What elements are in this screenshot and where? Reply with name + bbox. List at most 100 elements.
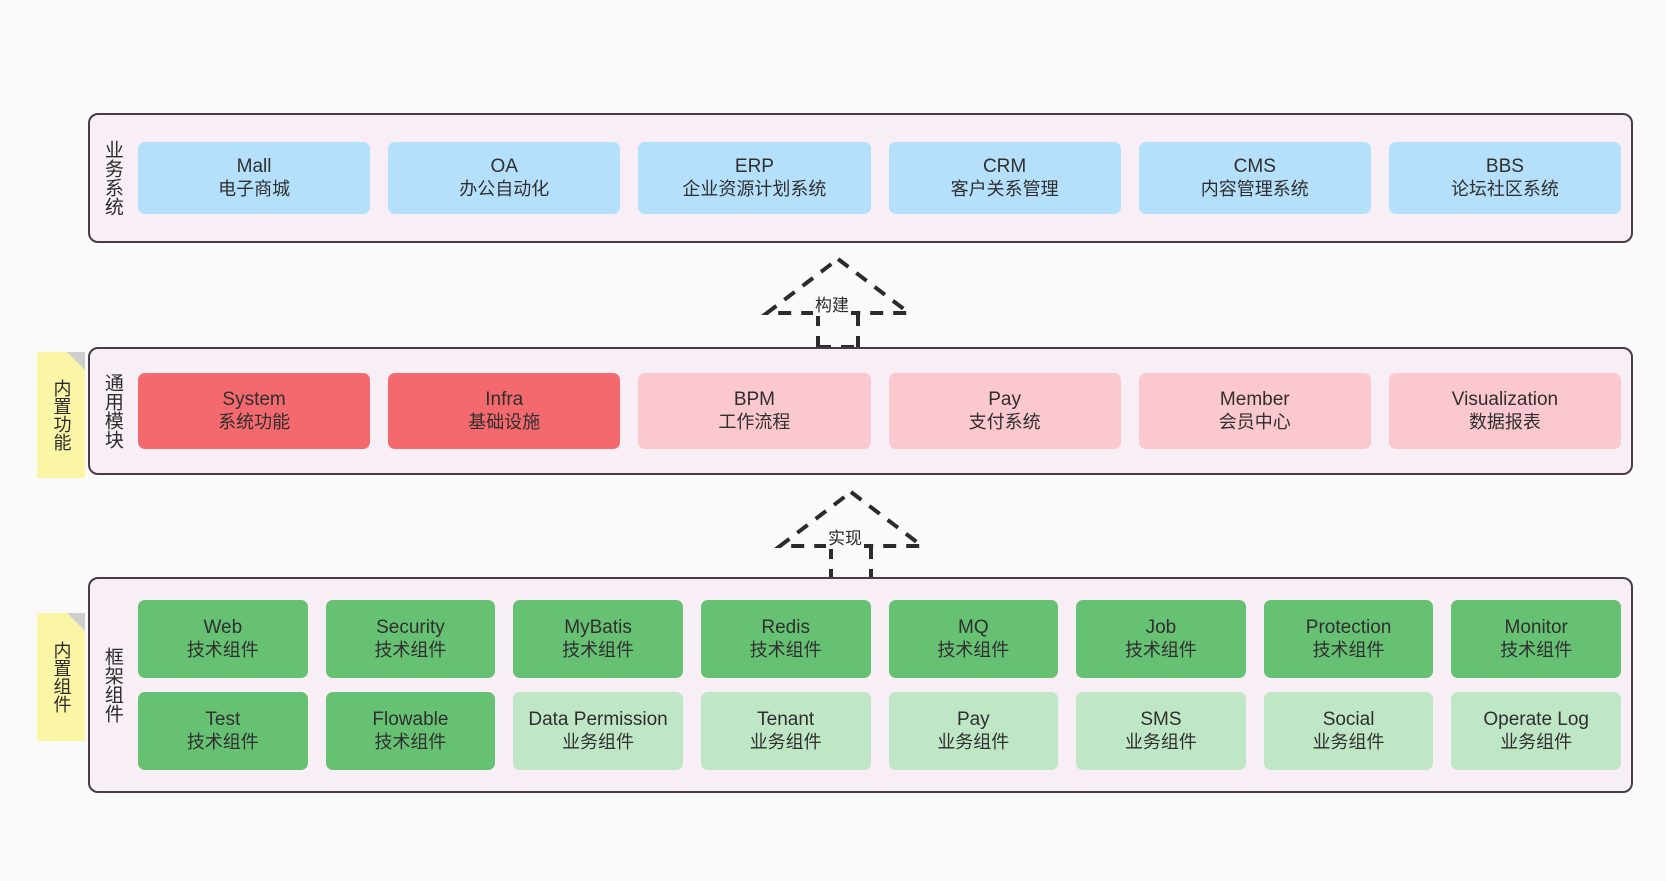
arrow-label-build: 构建 xyxy=(813,291,851,316)
node-label-cn: 技术组件 xyxy=(374,731,447,752)
node-label-cn: 业务组件 xyxy=(562,731,635,752)
node-member[interactable]: Member 会员中心 xyxy=(1138,373,1371,449)
node-job[interactable]: Job 技术组件 xyxy=(1076,600,1246,678)
node-label-en: Flowable xyxy=(372,708,449,730)
node-erp[interactable]: ERP 企业资源计划系统 xyxy=(638,142,871,214)
arrow-implement: 实现 xyxy=(774,488,928,582)
node-mybatis[interactable]: MyBatis 技术组件 xyxy=(513,600,683,678)
layer-body-business: Mall 电子商城 OA 办公自动化 ERP 企业资源计划系统 CRM 客户关系… xyxy=(134,115,1631,241)
node-label-en: System xyxy=(222,388,286,410)
arrow-shaft xyxy=(816,313,860,349)
node-label-cn: 工作流程 xyxy=(718,411,791,432)
node-row: Web 技术组件 Security 技术组件 MyBatis 技术组件 Redi… xyxy=(138,600,1621,678)
sticky-note-label: 内置功能 xyxy=(51,379,72,451)
node-label-cn: 业务组件 xyxy=(1124,731,1197,752)
node-visualization[interactable]: Visualization 数据报表 xyxy=(1388,373,1622,449)
node-label-en: CMS xyxy=(1233,155,1276,177)
node-label-cn: 系统功能 xyxy=(218,411,291,432)
node-label-en: Security xyxy=(376,616,445,638)
node-label-en: Protection xyxy=(1305,616,1392,638)
node-label-en: Visualization xyxy=(1451,388,1559,410)
layer-common-modules: 通用模块 System 系统功能 Infra 基础设施 BPM 工作流程 Pay… xyxy=(88,347,1633,475)
node-label-cn: 业务组件 xyxy=(1500,731,1573,752)
node-mq[interactable]: MQ 技术组件 xyxy=(888,600,1059,678)
node-label-en: Pay xyxy=(988,388,1021,410)
node-label-cn: 业务组件 xyxy=(749,731,822,752)
node-data-permission[interactable]: Data Permission 业务组件 xyxy=(513,692,683,770)
node-crm[interactable]: CRM 客户关系管理 xyxy=(888,142,1121,214)
layer-framework-components: 框架组件 Web 技术组件 Security 技术组件 MyBatis 技术组件… xyxy=(88,577,1633,793)
node-row: Test 技术组件 Flowable 技术组件 Data Permission … xyxy=(138,692,1621,770)
node-pay-component[interactable]: Pay 业务组件 xyxy=(888,692,1059,770)
arrow-shaft xyxy=(829,546,873,582)
node-label-cn: 企业资源计划系统 xyxy=(682,178,827,199)
node-test[interactable]: Test 技术组件 xyxy=(138,692,308,770)
node-flowable[interactable]: Flowable 技术组件 xyxy=(325,692,496,770)
node-label-en: Social xyxy=(1322,708,1375,730)
node-monitor[interactable]: Monitor 技术组件 xyxy=(1451,600,1621,678)
node-label-cn: 支付系统 xyxy=(968,411,1041,432)
node-bpm[interactable]: BPM 工作流程 xyxy=(638,373,871,449)
node-label-en: ERP xyxy=(734,155,774,177)
sticky-note-builtin-component: 内置组件 xyxy=(37,613,85,741)
node-sms[interactable]: SMS 业务组件 xyxy=(1076,692,1246,770)
node-protection[interactable]: Protection 技术组件 xyxy=(1263,600,1434,678)
arrow-label-implement: 实现 xyxy=(826,524,864,549)
node-label-en: Mall xyxy=(236,155,272,177)
node-label-cn: 技术组件 xyxy=(186,639,259,660)
node-pay-module[interactable]: Pay 支付系统 xyxy=(888,373,1121,449)
layer-body-framework: Web 技术组件 Security 技术组件 MyBatis 技术组件 Redi… xyxy=(134,579,1631,791)
node-label-en: Operate Log xyxy=(1483,708,1589,730)
layer-title-common: 通用模块 xyxy=(101,373,123,449)
node-social[interactable]: Social 业务组件 xyxy=(1263,692,1434,770)
node-redis[interactable]: Redis 技术组件 xyxy=(700,600,871,678)
node-oa[interactable]: OA 办公自动化 xyxy=(388,142,621,214)
node-label-en: Tenant xyxy=(757,708,815,730)
node-label-cn: 技术组件 xyxy=(749,639,822,660)
arrow-head-triangle xyxy=(774,489,928,548)
node-infra[interactable]: Infra 基础设施 xyxy=(388,373,621,449)
node-label-cn: 技术组件 xyxy=(186,731,259,752)
layer-title-business: 业务系统 xyxy=(101,140,123,216)
node-label-cn: 技术组件 xyxy=(937,639,1010,660)
node-label-cn: 技术组件 xyxy=(1500,639,1573,660)
node-label-cn: 电子商城 xyxy=(218,178,291,199)
layer-business-systems: 业务系统 Mall 电子商城 OA 办公自动化 ERP 企业资源计划系统 CRM… xyxy=(88,113,1633,243)
node-label-cn: 技术组件 xyxy=(1312,639,1385,660)
layer-title-framework: 框架组件 xyxy=(101,647,123,723)
node-label-cn: 业务组件 xyxy=(1312,731,1385,752)
node-system[interactable]: System 系统功能 xyxy=(138,373,371,449)
node-label-en: MQ xyxy=(958,616,989,638)
node-label-en: Test xyxy=(205,708,241,730)
node-label-en: Web xyxy=(203,616,243,638)
node-label-en: OA xyxy=(490,155,518,177)
node-label-en: BBS xyxy=(1485,155,1524,177)
node-label-cn: 技术组件 xyxy=(1124,639,1197,660)
node-label-en: CRM xyxy=(982,155,1027,177)
node-label-cn: 会员中心 xyxy=(1218,411,1291,432)
node-row: System 系统功能 Infra 基础设施 BPM 工作流程 Pay 支付系统… xyxy=(138,373,1622,449)
node-label-cn: 基础设施 xyxy=(468,411,541,432)
node-label-en: Monitor xyxy=(1504,616,1568,638)
node-label-en: BPM xyxy=(733,388,776,410)
node-mall[interactable]: Mall 电子商城 xyxy=(138,142,371,214)
node-web[interactable]: Web 技术组件 xyxy=(138,600,308,678)
arrow-head-triangle xyxy=(761,256,915,315)
node-label-cn: 客户关系管理 xyxy=(950,178,1059,199)
node-operate-log[interactable]: Operate Log 业务组件 xyxy=(1451,692,1621,770)
node-label-en: Member xyxy=(1219,388,1290,410)
node-label-en: Infra xyxy=(485,388,524,410)
node-bbs[interactable]: BBS 论坛社区系统 xyxy=(1388,142,1622,214)
node-row: Mall 电子商城 OA 办公自动化 ERP 企业资源计划系统 CRM 客户关系… xyxy=(138,142,1622,214)
node-label-en: Data Permission xyxy=(528,708,668,730)
sticky-note-builtin-function: 内置功能 xyxy=(37,352,85,478)
node-tenant[interactable]: Tenant 业务组件 xyxy=(700,692,871,770)
arrow-build: 构建 xyxy=(761,255,915,349)
node-label-en: MyBatis xyxy=(564,616,632,638)
node-label-cn: 技术组件 xyxy=(374,639,447,660)
node-cms[interactable]: CMS 内容管理系统 xyxy=(1138,142,1371,214)
sticky-note-label: 内置组件 xyxy=(51,641,72,713)
node-label-en: SMS xyxy=(1140,708,1182,730)
node-security[interactable]: Security 技术组件 xyxy=(325,600,496,678)
node-label-en: Pay xyxy=(956,708,990,730)
